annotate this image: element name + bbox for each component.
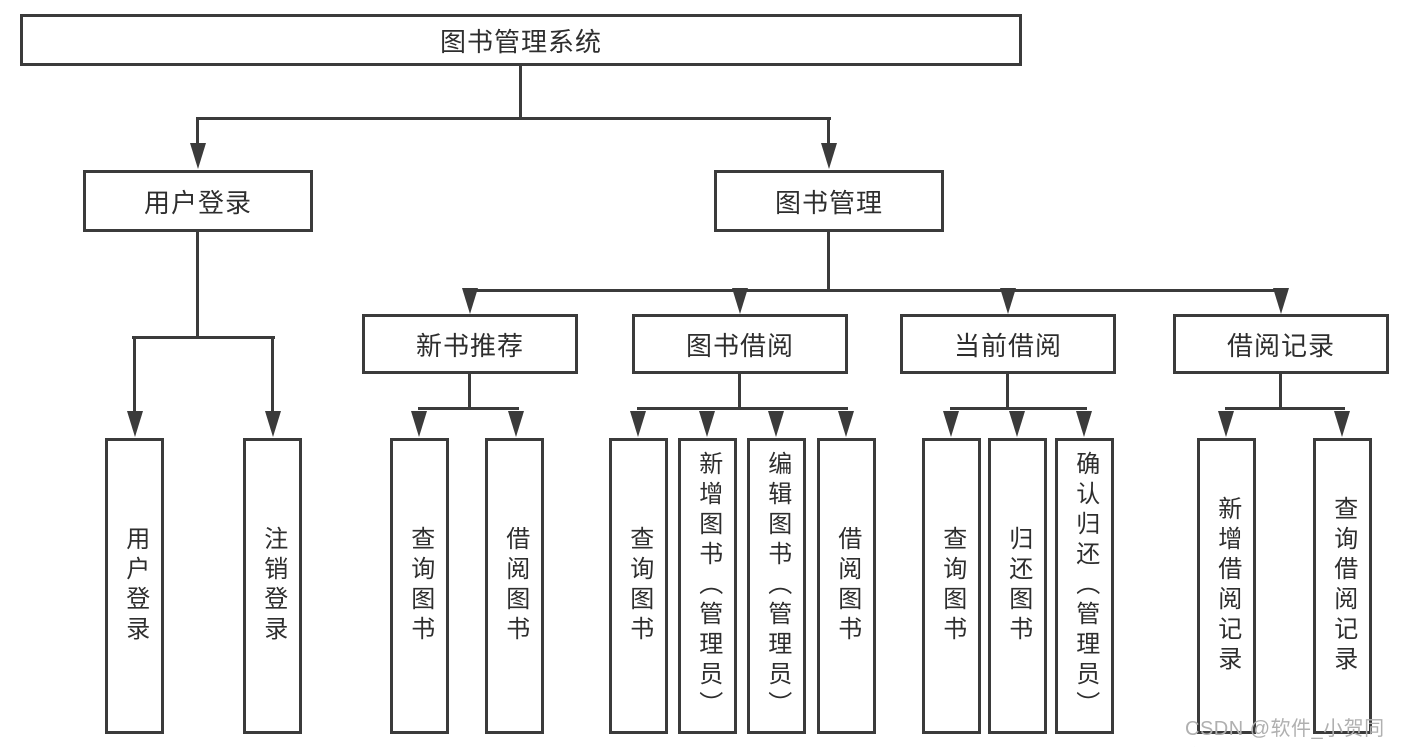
node-new-book-recommend: 新书推荐 (362, 314, 578, 374)
leaf-borrowing-borrow-label: 借阅图书 (833, 526, 861, 646)
arrowhead-down-icon (190, 143, 206, 169)
connector-line (519, 66, 522, 119)
connector-line (1279, 374, 1282, 409)
connector-line (132, 336, 275, 339)
connector-line (468, 289, 1282, 292)
arrowhead-down-icon (1076, 411, 1092, 437)
connector-line (271, 336, 274, 412)
arrowhead-down-icon (1273, 288, 1289, 314)
connector-line (196, 232, 199, 338)
connector-line (196, 117, 831, 120)
leaf-logout: 注销登录 (243, 438, 302, 734)
leaf-newbook-query: 查询图书 (390, 438, 449, 734)
leaf-records-add: 新增借阅记录 (1197, 438, 1256, 734)
connector-line (133, 336, 136, 412)
arrowhead-down-icon (630, 411, 646, 437)
leaf-user-login: 用户登录 (105, 438, 164, 734)
connector-line (1006, 374, 1009, 409)
leaf-borrowing-add-label: 新增图书（管理员） (694, 451, 722, 721)
leaf-borrowing-edit-label: 编辑图书（管理员） (763, 451, 791, 721)
leaf-borrowing-edit: 编辑图书（管理员） (747, 438, 806, 734)
node-user-login: 用户登录 (83, 170, 313, 232)
watermark-text: CSDN @软件_小贺同学 (1185, 718, 1385, 740)
leaf-borrowing-add: 新增图书（管理员） (678, 438, 737, 734)
leaf-newbook-query-label: 查询图书 (406, 526, 434, 646)
leaf-current-confirm: 确认归还（管理员） (1055, 438, 1114, 734)
node-borrowing-records: 借阅记录 (1173, 314, 1389, 374)
arrowhead-down-icon (265, 411, 281, 437)
node-library-management-system: 图书管理系统 (20, 14, 1022, 66)
leaf-records-query: 查询借阅记录 (1313, 438, 1372, 734)
connector-line (827, 232, 830, 291)
leaf-borrowing-query-label: 查询图书 (625, 526, 653, 646)
leaf-current-query-label: 查询图书 (938, 526, 966, 646)
arrowhead-down-icon (462, 288, 478, 314)
arrowhead-down-icon (1000, 288, 1016, 314)
connector-line (468, 374, 471, 409)
leaf-records-query-label: 查询借阅记录 (1329, 496, 1357, 676)
arrowhead-down-icon (411, 411, 427, 437)
arrowhead-down-icon (508, 411, 524, 437)
arrowhead-down-icon (943, 411, 959, 437)
leaf-newbook-borrow-label: 借阅图书 (501, 526, 529, 646)
leaf-current-return: 归还图书 (988, 438, 1047, 734)
leaf-borrowing-borrow: 借阅图书 (817, 438, 876, 734)
leaf-current-return-label: 归还图书 (1004, 526, 1032, 646)
leaf-newbook-borrow: 借阅图书 (485, 438, 544, 734)
node-book-management: 图书管理 (714, 170, 944, 232)
connector-line (827, 117, 830, 145)
arrowhead-down-icon (699, 411, 715, 437)
leaf-borrowing-query: 查询图书 (609, 438, 668, 734)
connector-line (738, 374, 741, 409)
arrowhead-down-icon (768, 411, 784, 437)
connector-line (418, 407, 519, 410)
leaf-current-query: 查询图书 (922, 438, 981, 734)
connector-line (1225, 407, 1345, 410)
arrowhead-down-icon (821, 143, 837, 169)
arrowhead-down-icon (127, 411, 143, 437)
connector-line (950, 407, 1087, 410)
arrowhead-down-icon (1218, 411, 1234, 437)
connector-line (196, 117, 199, 145)
leaf-records-add-label: 新增借阅记录 (1213, 496, 1241, 676)
arrowhead-down-icon (1334, 411, 1350, 437)
arrowhead-down-icon (732, 288, 748, 314)
leaf-current-confirm-label: 确认归还（管理员） (1071, 451, 1099, 721)
arrowhead-down-icon (838, 411, 854, 437)
arrowhead-down-icon (1009, 411, 1025, 437)
leaf-logout-label: 注销登录 (259, 526, 287, 646)
connector-line (637, 407, 848, 410)
node-current-borrowing: 当前借阅 (900, 314, 1116, 374)
node-book-borrowing: 图书借阅 (632, 314, 848, 374)
leaf-user-login-label: 用户登录 (121, 526, 149, 646)
